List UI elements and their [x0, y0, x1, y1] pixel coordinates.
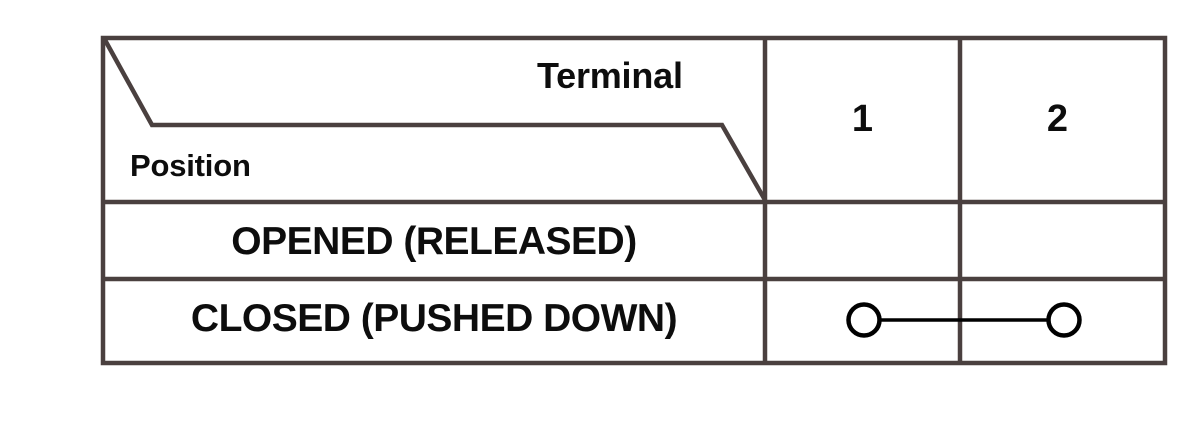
terminal-node-1-closed: [846, 302, 882, 338]
row-label-opened: OPENED (RELEASED): [231, 220, 637, 263]
header-terminal-label: Terminal: [537, 55, 683, 96]
header-diagonal-divider: [103, 38, 767, 202]
column-header-terminal-2: 2: [1046, 98, 1069, 140]
column-header-terminal-1: 1: [851, 98, 874, 140]
header-position-label: Position: [130, 148, 251, 183]
terminal-node-2-closed: [1046, 302, 1082, 338]
row-label-closed: CLOSED (PUSHED DOWN): [190, 297, 678, 340]
